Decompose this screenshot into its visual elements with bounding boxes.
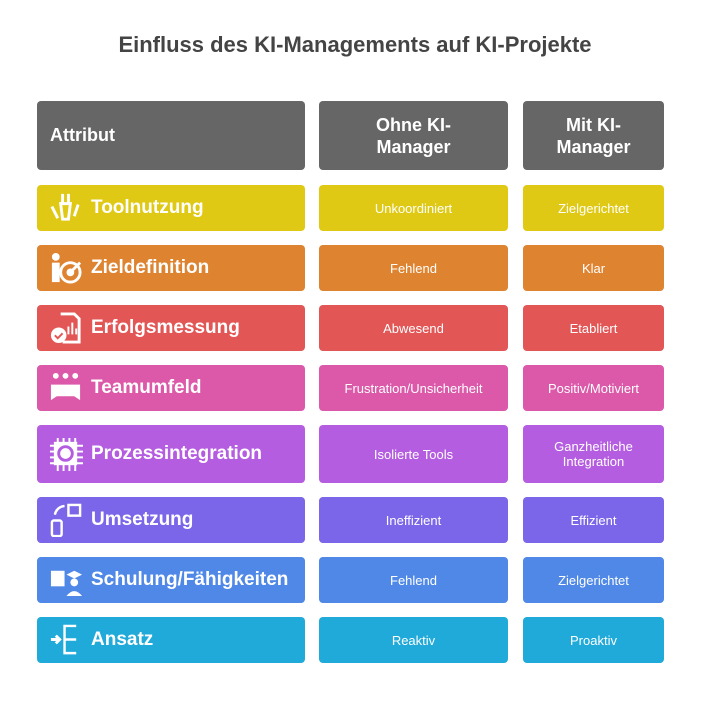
mobile-sync-icon [50, 503, 82, 537]
without-manager-cell: Fehlend [319, 245, 508, 291]
target-icon [51, 252, 82, 284]
chip-icon [49, 437, 83, 471]
attribute-label: Ansatz [91, 629, 154, 650]
attribute-label: Erfolgsmessung [91, 317, 240, 338]
with-manager-cell: Etabliert [523, 305, 664, 351]
attribute-label: Toolnutzung [91, 197, 204, 218]
attribute-cell: Prozessintegration [37, 425, 305, 483]
flow-arrow-icon [50, 624, 77, 655]
attribute-label: Zieldefinition [91, 257, 210, 278]
with-manager-cell: Positiv/Motiviert [523, 365, 664, 411]
with-manager-cell: Ganzheitliche Integration [523, 425, 664, 483]
attribute-cell: Ansatz [37, 617, 305, 663]
without-manager-cell: Abwesend [319, 305, 508, 351]
attribute-label: Teamumfeld [91, 377, 202, 398]
attribute-cell: Erfolgsmessung [37, 305, 305, 351]
attribute-label: Prozessintegration [91, 443, 263, 464]
without-manager-cell: Reaktiv [319, 617, 508, 663]
with-manager-cell: Proaktiv [523, 617, 664, 663]
tools-icon [50, 193, 80, 221]
header-with-manager: Mit KI- Manager [523, 101, 664, 170]
report-check-icon [50, 312, 81, 344]
page-title: Einfluss des KI-Managements auf KI-Proje… [118, 32, 592, 57]
attribute-cell: Schulung/Fähigkeiten [37, 557, 305, 603]
attribute-cell: Toolnutzung [37, 185, 305, 231]
without-manager-cell: Unkoordiniert [319, 185, 508, 231]
with-manager-cell: Effizient [523, 497, 664, 543]
header-attribute: Attribut [37, 101, 305, 170]
with-manager-cell: Zielgerichtet [523, 185, 664, 231]
attribute-label: Schulung/Fähigkeiten [91, 569, 289, 590]
attribute-cell: Zieldefinition [37, 245, 305, 291]
with-manager-cell: Klar [523, 245, 664, 291]
without-manager-cell: Fehlend [319, 557, 508, 603]
attribute-cell: Umsetzung [37, 497, 305, 543]
attribute-label: Umsetzung [91, 509, 194, 530]
header-without-manager: Ohne KI- Manager [319, 101, 508, 170]
team-gamepad-icon [50, 372, 81, 401]
without-manager-cell: Ineffizient [319, 497, 508, 543]
attribute-cell: Teamumfeld [37, 365, 305, 411]
education-icon [50, 570, 83, 597]
without-manager-cell: Isolierte Tools [319, 425, 508, 483]
without-manager-cell: Frustration/Unsicherheit [319, 365, 508, 411]
with-manager-cell: Zielgerichtet [523, 557, 664, 603]
